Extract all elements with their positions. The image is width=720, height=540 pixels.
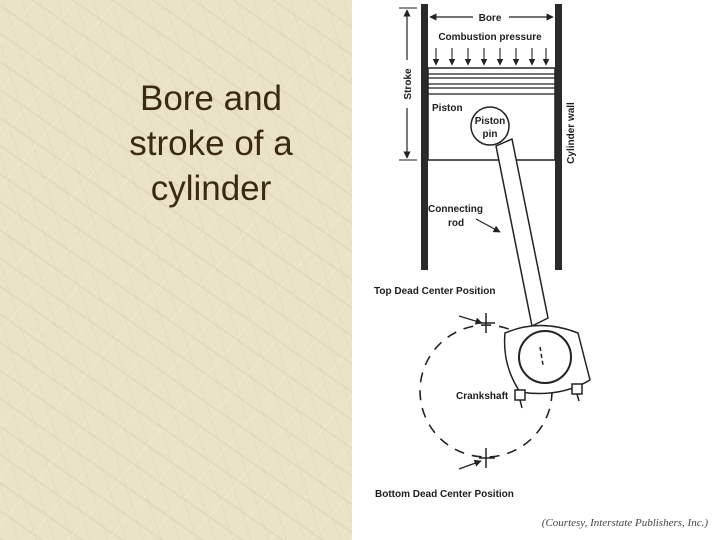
bdc-marker <box>479 448 495 468</box>
tdc-pointer <box>458 315 483 325</box>
stroke-dimension <box>399 7 417 161</box>
connecting-rod-label-line1: Connecting <box>428 204 483 215</box>
title-line-2: stroke of a <box>129 124 293 163</box>
image-credit: (Courtesy, Interstate Publishers, Inc.) <box>541 517 708 529</box>
crankshaft <box>503 324 591 409</box>
top-dead-center-label: Top Dead Center Position <box>374 286 496 297</box>
cylinder-walls <box>421 4 562 270</box>
connecting-rod-label-line2: rod <box>448 218 464 229</box>
slide-title: Bore and stroke of a cylinder <box>86 76 336 211</box>
engine-cylinder-diagram: Bore Combustion pressure Stroke <box>374 4 591 500</box>
title-line-1: Bore and <box>139 79 283 118</box>
title-panel: Bore and stroke of a cylinder <box>0 0 352 540</box>
stroke-label: Stroke <box>403 68 414 100</box>
bottom-dead-center-label: Bottom Dead Center Position <box>375 489 514 500</box>
combustion-pressure-label: Combustion pressure <box>438 32 542 43</box>
piston-pin-label-line1: Piston <box>475 116 506 127</box>
connecting-rod-pointer <box>475 218 501 233</box>
bore-label: Bore <box>479 13 502 24</box>
tdc-marker <box>479 313 495 333</box>
bdc-pointer <box>458 459 482 470</box>
diagram-panel: Bore Combustion pressure Stroke <box>352 0 720 540</box>
cylinder-wall-label: Cylinder wall <box>566 102 577 164</box>
pressure-arrows <box>432 48 550 66</box>
crankshaft-label: Crankshaft <box>456 391 509 402</box>
piston-pin-label-line2: pin <box>483 129 498 140</box>
title-line-3: cylinder <box>150 169 272 208</box>
piston-label: Piston <box>432 103 463 114</box>
connecting-rod <box>495 137 549 328</box>
piston-pin <box>470 106 510 146</box>
